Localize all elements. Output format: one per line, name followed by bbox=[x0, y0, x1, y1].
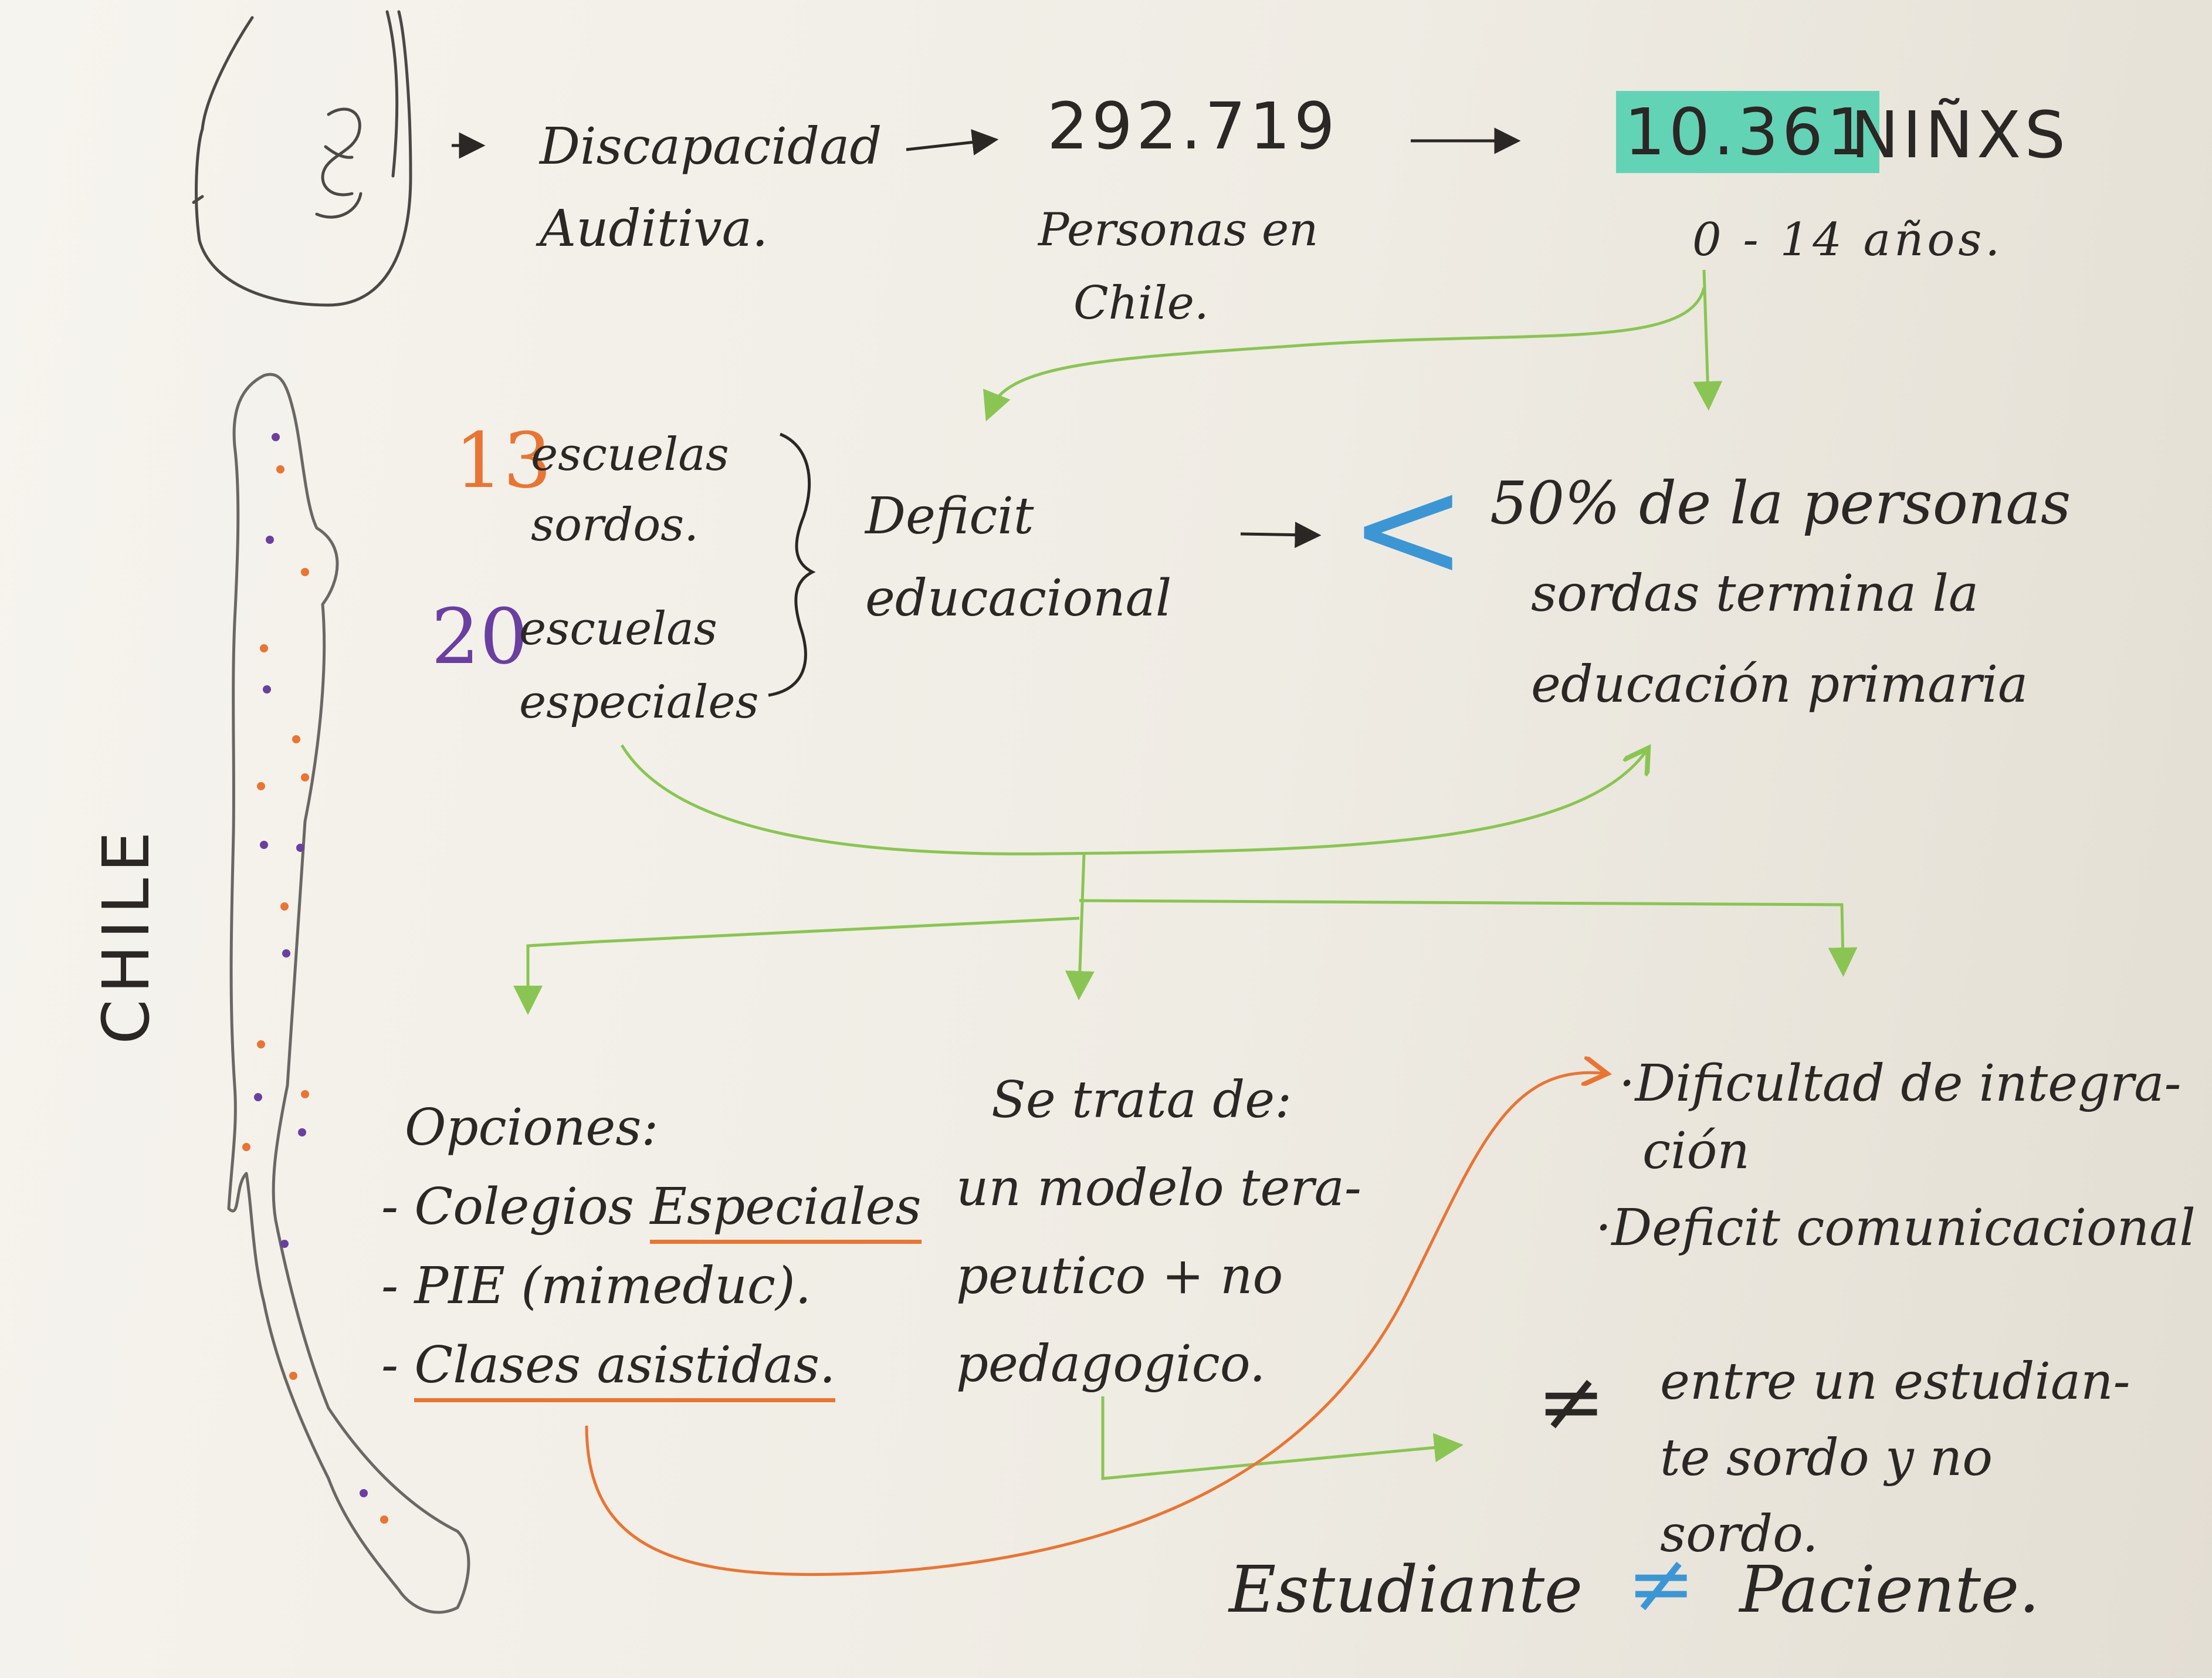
option-item: - PIE (mimeduc). bbox=[381, 1257, 811, 1315]
difference-text: entre un estudian- te sordo y no sordo. bbox=[1660, 1352, 2130, 1564]
model-description: Se trata de: un modelo tera- peutico + n… bbox=[956, 1071, 1361, 1393]
option-item: - Clases asistidas. bbox=[381, 1326, 922, 1405]
children-count: 10.361 bbox=[1616, 91, 1879, 173]
green-connectors bbox=[513, 269, 1858, 1480]
top-arrows bbox=[452, 127, 1521, 549]
bottom-comparison: Estudiante ≠ Paciente. bbox=[1229, 1536, 2040, 1632]
total-count: 292.719 bbox=[1047, 89, 1339, 164]
map-label: CHILE bbox=[89, 826, 164, 1044]
deaf-schools-label: escuelas sordos. bbox=[531, 428, 729, 552]
orange-link bbox=[585, 1073, 1607, 1576]
condition-label: Discapacidad Auditiva. bbox=[540, 117, 882, 258]
deaf-schools-count: 13 bbox=[455, 416, 552, 505]
chile-map-icon bbox=[227, 373, 470, 1614]
total-caption: Personas en Chile. bbox=[1038, 204, 1319, 330]
options-block: Opciones: - Colegios Especiales - PIE (m… bbox=[381, 1088, 922, 1405]
option-item: - Colegios Especiales bbox=[381, 1168, 922, 1247]
not-equal-symbol: ≠ bbox=[1537, 1354, 1606, 1450]
children-label: NIÑXS bbox=[1851, 97, 2069, 172]
map-dots bbox=[242, 433, 388, 1524]
bracket bbox=[768, 432, 816, 697]
ear-icon bbox=[192, 10, 412, 307]
options-title: Opciones: bbox=[405, 1098, 659, 1157]
age-range: 0 - 14 años. bbox=[1692, 214, 2004, 266]
special-schools-count: 20 bbox=[431, 592, 529, 681]
comparison-text: 50% de la personas sordas termina la edu… bbox=[1490, 469, 2071, 714]
less-than-symbol: < bbox=[1349, 446, 1468, 610]
deficit-label: Deficit educacional bbox=[865, 487, 1172, 628]
difficulty-integration: ·Dificultad de integra- ción bbox=[1619, 1054, 2181, 1180]
special-schools-label: escuelas especiales bbox=[519, 603, 759, 729]
difficulty-communication: ·Deficit comunicacional bbox=[1596, 1199, 2196, 1257]
